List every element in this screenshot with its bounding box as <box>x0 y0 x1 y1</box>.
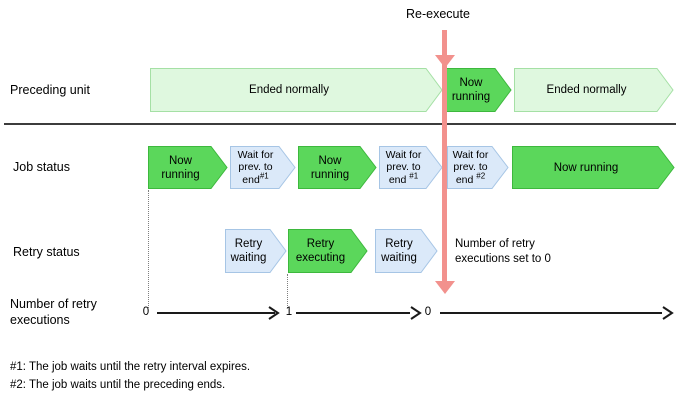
axis-segment-1 <box>157 312 275 314</box>
axis-arrowhead-2 <box>410 306 422 320</box>
wait-line2: prev. to <box>238 161 273 174</box>
wait-line1: Wait for <box>452 148 489 161</box>
job-now-running-3-label: Now running <box>553 161 619 174</box>
axis-arrowhead-1 <box>268 306 280 320</box>
job-wait-prev-2: Wait for prev. to end #1 <box>379 146 443 189</box>
axis-segment-2 <box>296 312 410 314</box>
preceding-ended-normally-1: Ended normally <box>150 68 443 112</box>
retry-count-tick-0b: 0 <box>424 306 432 318</box>
wait-line3: end #1 <box>388 171 419 186</box>
axis-arrowhead-3 <box>662 306 674 320</box>
retry-reset-note: Number of retry executions set to 0 <box>455 238 551 265</box>
retry-waiting-2: Retry waiting <box>375 229 438 273</box>
footnote-ref-1: #1 <box>409 171 419 181</box>
wait-line1: Wait for <box>385 148 422 161</box>
job-now-running-1: Now running <box>148 146 228 189</box>
job-wait-prev-3: Wait for prev. to end #2 <box>447 146 509 189</box>
footnote-ref-2: #2 <box>476 171 486 181</box>
job-now-running-1-label: Now running <box>161 154 200 181</box>
wait-line3: end#1 <box>242 171 269 186</box>
preceding-now-running-label: Now running <box>451 77 491 103</box>
row-label-job-status: Job status <box>13 160 70 174</box>
retry-executing: Retry executing <box>288 229 368 273</box>
wait-line2: prev. to <box>453 161 488 174</box>
preceding-ended-normally-2-label: Ended normally <box>546 84 627 96</box>
job-now-running-2: Now running <box>298 146 377 189</box>
job-wait-prev-3-label: Wait for prev. to end #2 <box>447 146 494 189</box>
retry-waiting-1-label: Retry waiting <box>230 238 267 264</box>
row-label-retry-status: Retry status <box>13 245 80 259</box>
retry-executing-label: Retry executing <box>295 238 346 264</box>
wait-line1: Wait for <box>237 148 274 161</box>
footnote-2: #2: The job waits until the preceding en… <box>10 379 226 391</box>
re-execute-arrow-line <box>442 30 447 282</box>
axis-segment-3 <box>440 312 662 314</box>
section-divider-line <box>4 123 676 125</box>
footnote-ref-1: #1 <box>259 171 269 181</box>
retry-count-tick-1: 1 <box>285 306 293 318</box>
re-execute-label: Re-execute <box>406 7 470 21</box>
job-wait-prev-1-label: Wait for prev. to end#1 <box>230 146 281 189</box>
wait-line3: end #2 <box>455 171 486 186</box>
job-now-running-3: Now running <box>512 146 675 189</box>
dotted-connector-1 <box>148 190 149 308</box>
job-wait-prev-2-label: Wait for prev. to end #1 <box>379 146 428 189</box>
re-execute-arrowhead-upper <box>435 55 455 68</box>
job-wait-prev-1: Wait for prev. to end#1 <box>230 146 296 189</box>
retry-waiting-2-label: Retry waiting <box>381 238 417 264</box>
preceding-now-running: Now running <box>445 68 512 112</box>
job-now-running-2-label: Now running <box>310 154 350 181</box>
dotted-connector-2 <box>287 274 288 308</box>
retry-waiting-1: Retry waiting <box>225 229 287 273</box>
footnote-1: #1: The job waits until the retry interv… <box>10 361 251 373</box>
re-execute-arrowhead-lower <box>435 281 455 294</box>
row-label-preceding-unit: Preceding unit <box>10 83 90 97</box>
preceding-ended-normally-2: Ended normally <box>514 68 674 112</box>
wait-line2: prev. to <box>386 161 421 174</box>
preceding-ended-normally-1-label: Ended normally <box>249 84 329 96</box>
retry-count-tick-0a: 0 <box>142 306 150 318</box>
row-label-retry-count: Number of retry executions <box>10 297 97 327</box>
